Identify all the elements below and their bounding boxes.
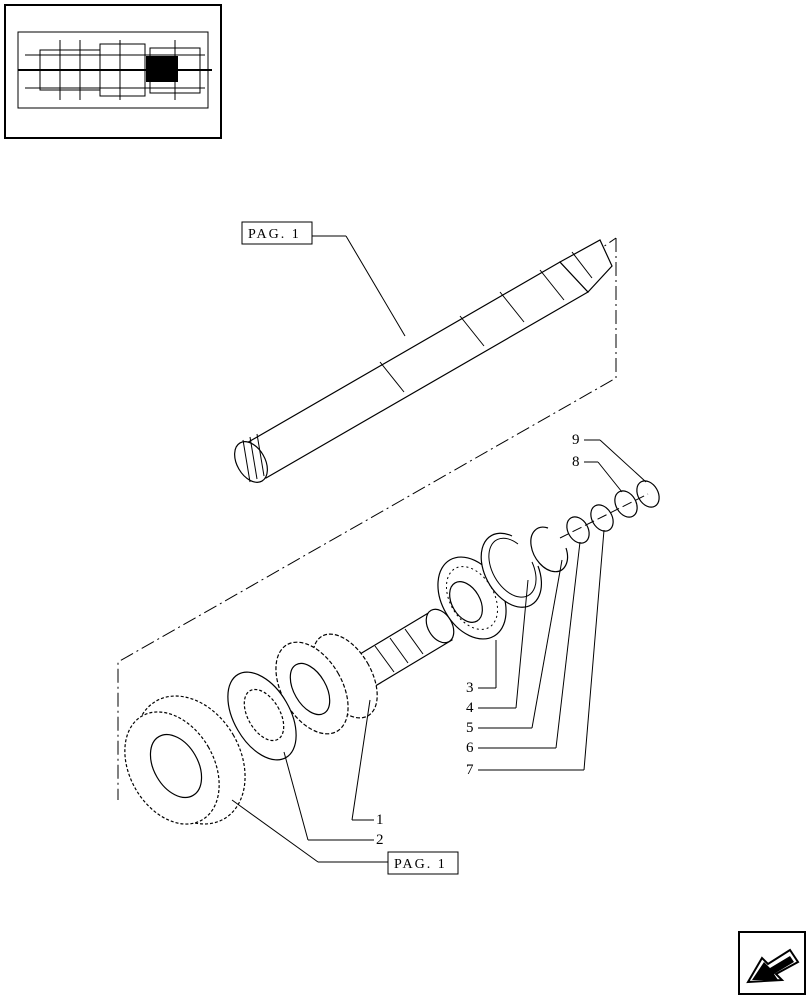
callout-1: 1 <box>376 812 384 828</box>
callout-6: 6 <box>466 740 474 756</box>
transmission-thumbnail[interactable] <box>4 4 222 139</box>
callout-4: 4 <box>466 700 474 716</box>
page-ref-upper-text: PAG. 1 <box>248 227 301 242</box>
highlighted-section <box>146 56 178 82</box>
next-page-arrow-icon[interactable] <box>738 931 806 995</box>
assembly-boundary <box>117 238 617 800</box>
washer-6 <box>566 516 590 544</box>
page-ref-upper[interactable]: PAG. 1 <box>241 221 313 245</box>
circlip-large <box>480 532 542 608</box>
page-ref-lower-text: PAG. 1 <box>394 857 447 872</box>
circlip-small <box>530 526 569 573</box>
main-shaft <box>234 239 613 483</box>
callout-7: 7 <box>466 762 474 778</box>
callout-9: 9 <box>572 432 580 448</box>
leader-lines <box>231 235 647 863</box>
synchro-hub <box>124 695 246 825</box>
splined-disc <box>227 671 297 761</box>
washer-7 <box>590 504 614 532</box>
callout-5: 5 <box>466 720 474 736</box>
callout-3: 3 <box>466 680 474 696</box>
callout-8: 8 <box>572 454 580 470</box>
callout-2: 2 <box>376 832 384 848</box>
page-ref-lower[interactable]: PAG. 1 <box>387 851 459 875</box>
